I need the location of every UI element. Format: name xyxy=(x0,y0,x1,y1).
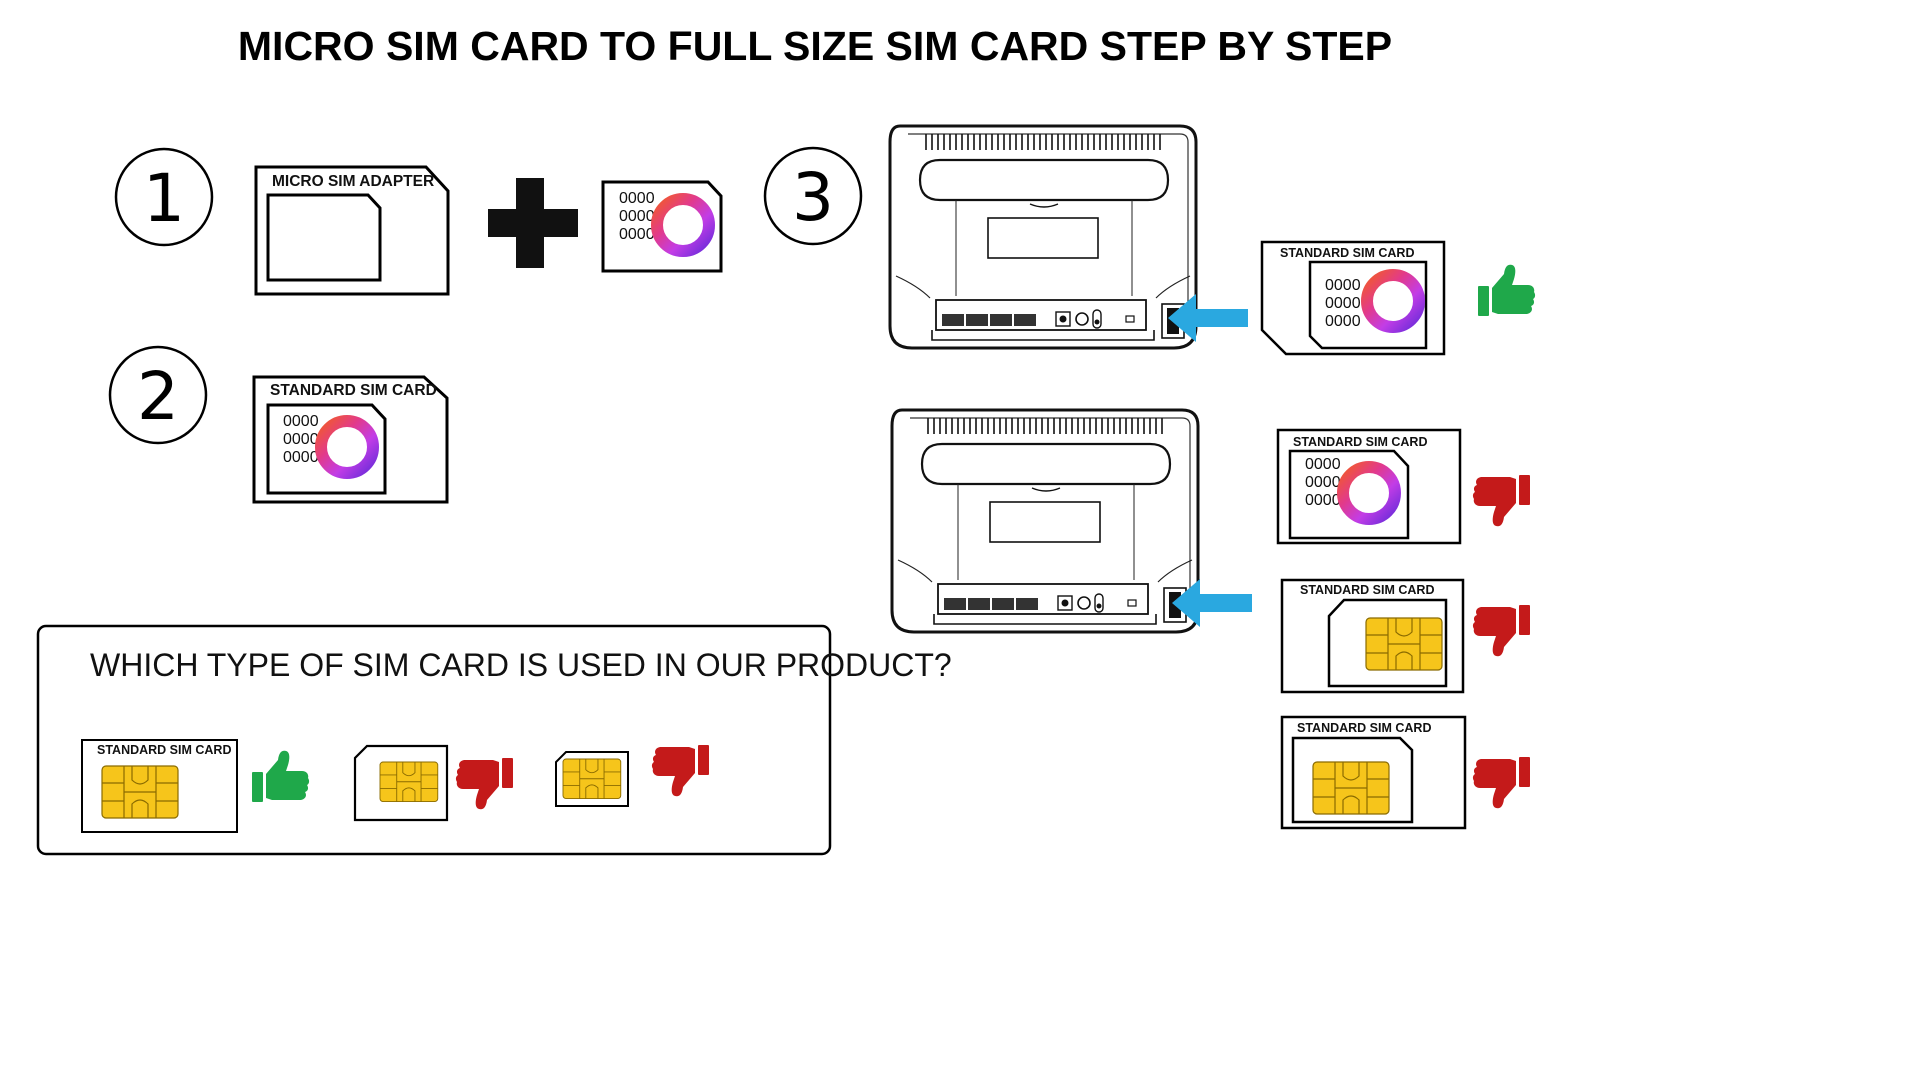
thumbs-down-icon xyxy=(1472,757,1530,809)
sim-chip-icon xyxy=(1365,617,1443,671)
sim-chip-icon xyxy=(562,758,622,799)
router-option-1-number-3: 0000 xyxy=(1325,313,1361,330)
router-option-2-number-3: 0000 xyxy=(1305,492,1341,509)
sim-chip-icon xyxy=(101,765,179,819)
adapter-cutout xyxy=(266,193,382,282)
sim-chip-icon xyxy=(379,761,439,802)
step-2-number: 2 xyxy=(137,358,179,435)
quiz-question: WHICH TYPE OF SIM CARD IS USED IN OUR PR… xyxy=(90,647,952,683)
standard-sim-card-label: STANDARD SIM CARD xyxy=(270,382,437,399)
router-option-label-1: STANDARD SIM CARD xyxy=(1280,246,1415,260)
router-option-2-number-2: 0000 xyxy=(1305,474,1341,491)
step-2-number-3: 0000 xyxy=(283,449,319,466)
step-3-circle xyxy=(763,146,863,246)
router-option-label-3: STANDARD SIM CARD xyxy=(1300,583,1435,597)
router-option-label-4: STANDARD SIM CARD xyxy=(1297,721,1432,735)
sim-chip-icon xyxy=(1312,761,1390,815)
step-2-number-1: 0000 xyxy=(283,413,319,430)
step-3-group: 3 STANDARD SIM CARD 0000 0000 0000 STAND… xyxy=(763,124,1536,830)
router-option-1-number-1: 0000 xyxy=(1325,277,1361,294)
quiz-option-label-1: STANDARD SIM CARD xyxy=(97,743,232,757)
quiz-panel: WHICH TYPE OF SIM CARD IS USED IN OUR PR… xyxy=(36,624,952,856)
step-2-number-2: 0000 xyxy=(283,431,319,448)
thumbs-down-icon xyxy=(1472,605,1530,657)
step-2-group: 2 STANDARD SIM CARD 0000 0000 0000 xyxy=(108,345,449,504)
micro-sim-number-1: 0000 xyxy=(619,190,655,207)
thumbs-down-icon xyxy=(1472,475,1530,527)
step-1-group: 1 MICRO SIM ADAPTER 0000 0000 0000 xyxy=(114,147,723,296)
router-option-label-2: STANDARD SIM CARD xyxy=(1293,435,1428,449)
router-option-2-number-1: 0000 xyxy=(1305,456,1341,473)
page-title: MICRO SIM CARD TO FULL SIZE SIM CARD STE… xyxy=(238,23,1392,69)
router-illustration xyxy=(888,124,1198,350)
micro-sim-number-2: 0000 xyxy=(619,208,655,225)
thumbs-up-icon xyxy=(1478,264,1536,316)
micro-sim-number-3: 0000 xyxy=(619,226,655,243)
micro-sim-adapter-label: MICRO SIM ADAPTER xyxy=(272,173,434,190)
step-3-number: 3 xyxy=(792,159,834,236)
plus-icon xyxy=(488,178,578,268)
router-option-1-number-2: 0000 xyxy=(1325,295,1361,312)
step-2-circle xyxy=(108,345,208,445)
router-illustration xyxy=(890,408,1200,634)
step-1-number: 1 xyxy=(143,160,185,237)
step-1-circle xyxy=(114,147,214,247)
